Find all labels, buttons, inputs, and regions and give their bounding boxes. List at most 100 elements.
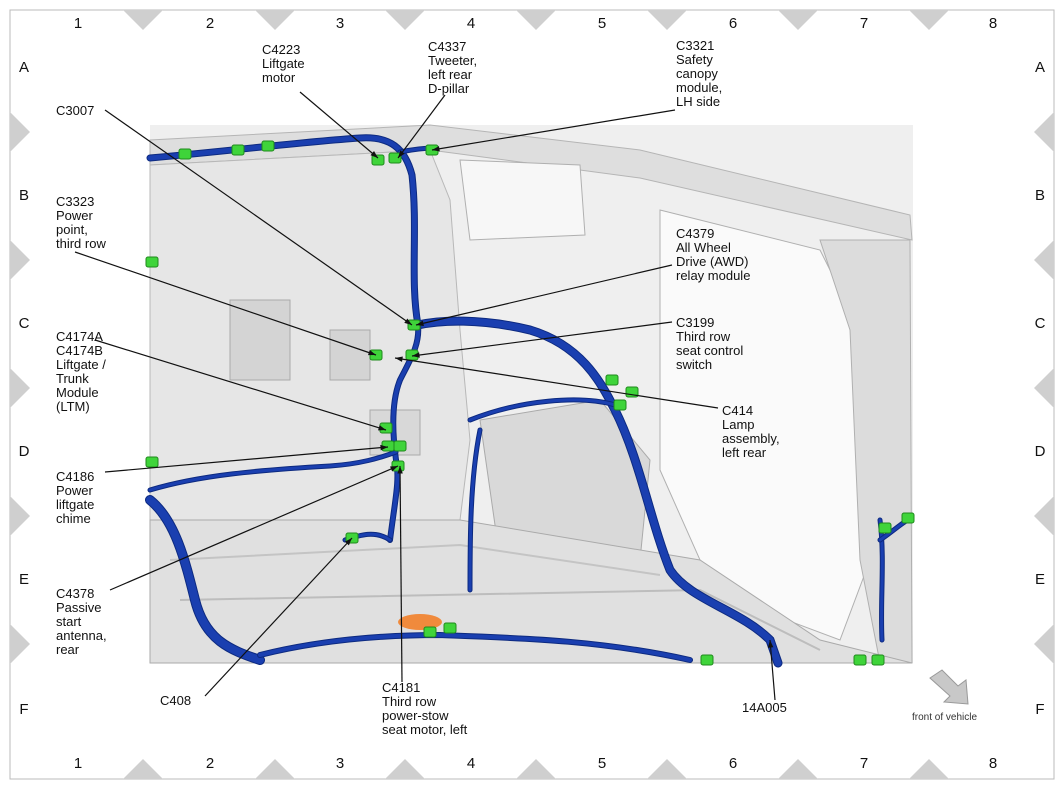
row-letter-left: C <box>18 315 30 332</box>
connector-icon <box>700 654 714 666</box>
column-number-top: 5 <box>597 15 607 32</box>
callout-c4378: C4378 Passive start antenna, rear <box>56 586 107 657</box>
leader-line <box>94 339 387 431</box>
harness-segment <box>468 428 482 592</box>
connector-group <box>145 140 915 666</box>
row-letter-left: D <box>18 443 30 460</box>
leader-arrowhead <box>395 356 403 362</box>
cargo-floor <box>149 519 913 664</box>
callout-c4337: C4337 Tweeter, left rear D-pillar <box>428 39 478 96</box>
row-letter-left: E <box>18 571 29 588</box>
callout-c4186: C4186 Power liftgate chime <box>56 469 95 526</box>
connector-icon <box>393 440 407 452</box>
callout-14a005: 14A005 <box>742 700 787 715</box>
connector-icon <box>613 399 627 411</box>
callout-c3323: C3323 Power point, third row <box>56 194 106 251</box>
row-letter-left: B <box>18 187 29 204</box>
panel-cutout-1 <box>229 299 291 381</box>
connector-icon <box>371 154 385 166</box>
grid-marker-top <box>647 10 687 30</box>
leader-line <box>299 91 379 159</box>
grid-marker-top <box>516 10 556 30</box>
connector-icon <box>878 522 892 534</box>
grid-marker-right <box>1034 368 1054 408</box>
grid-marker-left <box>10 624 30 664</box>
floor-rib-2 <box>169 543 661 576</box>
callout-c3321: C3321 Safety canopy module, LH side <box>676 38 723 109</box>
column-number-top: 6 <box>728 15 738 32</box>
grid-marker-bottom <box>647 759 687 779</box>
row-letter-right: B <box>1034 187 1045 204</box>
leader-line <box>104 109 413 326</box>
quarter-window <box>459 159 586 241</box>
grid-marker-bottom <box>516 759 556 779</box>
leader-arrowhead <box>368 349 376 356</box>
column-number-top: 4 <box>466 15 476 32</box>
column-number-bottom: 4 <box>466 755 476 772</box>
harness-segment <box>148 450 398 492</box>
harness-segment <box>468 398 617 422</box>
row-letter-right: F <box>1035 701 1045 718</box>
callout-c4379: C4379 All Wheel Drive (AWD) relay module <box>676 226 751 283</box>
column-number-top: 8 <box>988 15 998 32</box>
d-pillar-panel <box>149 149 471 521</box>
callout-c4174: C4174A C4174B Liftgate / Trunk Module (L… <box>56 329 106 414</box>
grid-marker-bottom <box>909 759 949 779</box>
connector-icon <box>443 622 457 634</box>
column-number-bottom: 3 <box>335 755 345 772</box>
front-of-vehicle-arrow-icon <box>929 669 969 705</box>
grid-marker-left <box>10 496 30 536</box>
harness-segment <box>414 317 782 667</box>
leader-arrowhead <box>380 444 388 451</box>
connector-icon <box>231 144 245 156</box>
row-letter-right: D <box>1034 443 1046 460</box>
grid-marker-bottom <box>123 759 163 779</box>
row-letter-left: F <box>19 701 29 718</box>
connector-icon <box>178 148 192 160</box>
leader-arrowhead <box>432 146 440 152</box>
floor-rib <box>179 588 821 651</box>
column-number-bottom: 7 <box>859 755 869 772</box>
callout-c3007: C3007 <box>56 103 95 118</box>
grid-marker-top <box>123 10 163 30</box>
connector-icon <box>145 456 159 468</box>
panel-cutout-2 <box>329 329 371 381</box>
leader-arrowhead <box>404 318 412 325</box>
connector-icon <box>605 374 619 386</box>
leader-arrowhead <box>416 320 424 326</box>
leader-line <box>204 537 353 697</box>
column-number-bottom: 8 <box>988 755 998 772</box>
callout-c3199: C3199 Third row seat control switch <box>676 315 744 372</box>
callout-c414: C414 Lamp assembly, left rear <box>722 403 780 460</box>
column-number-bottom: 5 <box>597 755 607 772</box>
grid-marker-left <box>10 112 30 152</box>
leader-line <box>394 357 719 409</box>
front-of-vehicle-label: front of vehicle <box>912 712 978 723</box>
grid-marker-bottom <box>385 759 425 779</box>
connector-icon <box>261 140 275 152</box>
connector-icon <box>871 654 885 666</box>
grid-markers <box>10 10 1054 779</box>
grid-marker-top <box>778 10 818 30</box>
grid-marker-right <box>1034 624 1054 664</box>
grid-marker-left <box>10 368 30 408</box>
vehicle-body-illustration <box>149 124 913 664</box>
connector-icon <box>901 512 915 524</box>
row-letter-right: C <box>1034 315 1046 332</box>
leader-line <box>415 264 673 326</box>
column-number-bottom: 6 <box>728 755 738 772</box>
row-letter-right: A <box>1034 59 1045 76</box>
callout-c4223: C4223 Liftgate motor <box>262 42 305 85</box>
row-letter-right: E <box>1034 571 1045 588</box>
column-number-top: 2 <box>205 15 215 32</box>
grid-marker-bottom <box>255 759 295 779</box>
grid-marker-top <box>909 10 949 30</box>
leader-line <box>74 251 377 356</box>
column-number-top: 7 <box>859 15 869 32</box>
callout-c4181: C4181 Third row power-stow seat motor, l… <box>382 680 468 737</box>
harness-segment <box>147 135 421 328</box>
leader-arrowhead <box>412 352 420 358</box>
connector-icon <box>853 654 867 666</box>
